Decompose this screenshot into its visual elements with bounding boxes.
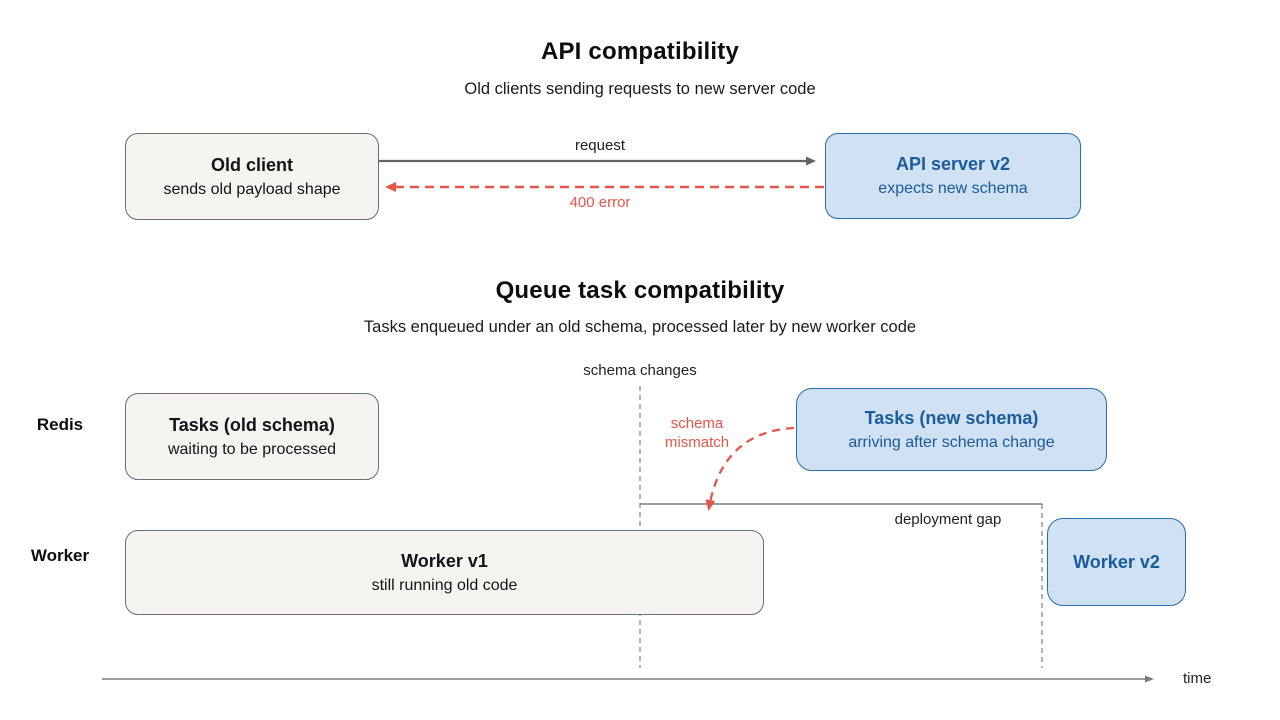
schema-changes-label: schema changes	[583, 362, 697, 379]
redis-row-label: Redis	[36, 415, 84, 434]
request-arrow-label: request	[574, 137, 626, 154]
api-server-subtitle: expects new schema	[878, 180, 1028, 198]
tasks-old-subtitle: waiting to be processed	[167, 440, 337, 458]
worker-v1-box: Worker v1 still running old code	[125, 530, 764, 615]
worker-row-label: Worker	[30, 546, 90, 565]
tasks-old-schema-box: Tasks (old schema) waiting to be process…	[125, 393, 379, 480]
deployment-gap-label: deployment gap	[894, 511, 1002, 528]
api-server-title: API server v2	[895, 154, 1011, 175]
queue-section-subtitle: Tasks enqueued under an old schema, proc…	[363, 318, 917, 336]
api-section-title: API compatibility	[540, 38, 740, 65]
api-server-box: API server v2 expects new schema	[825, 133, 1081, 219]
api-section-subtitle: Old clients sending requests to new serv…	[464, 80, 816, 98]
worker-v1-subtitle: still running old code	[371, 576, 518, 594]
schema-mismatch-curve-arrow	[705, 426, 795, 511]
worker-v2-box: Worker v2	[1047, 518, 1186, 606]
old-client-box: Old client sends old payload shape	[125, 133, 379, 220]
worker-v1-title: Worker v1	[401, 550, 488, 571]
error-arrow-label: 400 error	[569, 194, 631, 211]
tasks-new-title: Tasks (new schema)	[864, 407, 1039, 428]
old-client-title: Old client	[210, 154, 293, 175]
tasks-new-subtitle: arriving after schema change	[848, 433, 1055, 451]
queue-section-title: Queue task compatibility	[495, 277, 785, 304]
worker-v2-title: Worker v2	[1073, 551, 1160, 572]
schema-mismatch-label: schema mismatch	[664, 415, 730, 452]
time-axis-label: time	[1183, 670, 1212, 687]
old-client-subtitle: sends old payload shape	[163, 180, 341, 198]
tasks-old-title: Tasks (old schema)	[169, 414, 335, 435]
tasks-new-schema-box: Tasks (new schema) arriving after schema…	[796, 388, 1107, 471]
